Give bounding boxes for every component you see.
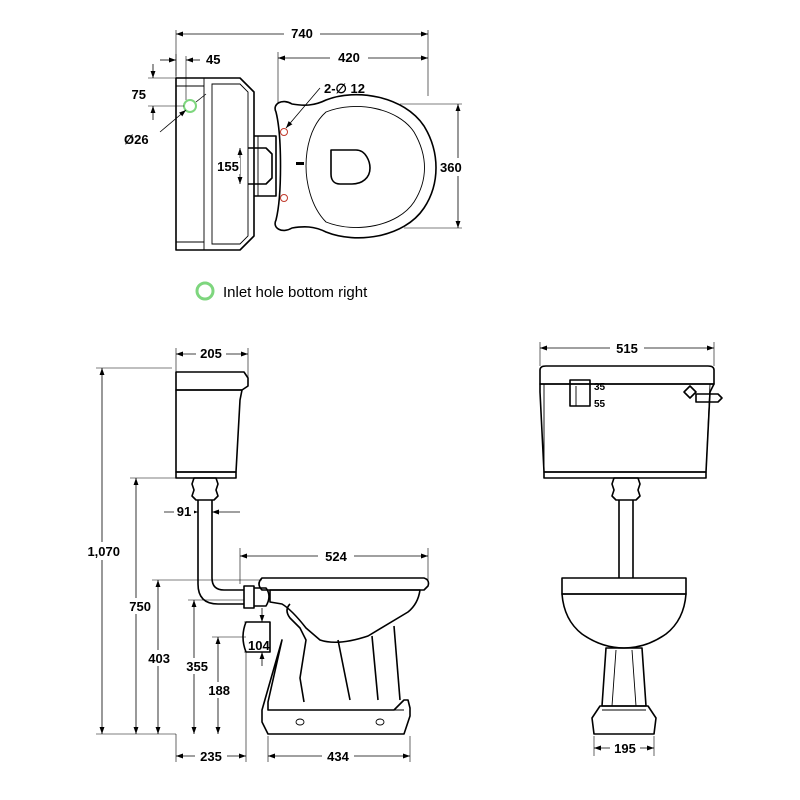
- dim-pipe-offset: 91: [164, 500, 240, 524]
- bowl-plan: [274, 93, 437, 239]
- label-cistern-width: 515: [616, 341, 638, 356]
- inlet-note-text: Inlet hole bottom right: [223, 284, 368, 301]
- dim-outlet-center: 188: [202, 636, 246, 734]
- dim-outlet-diameter: 104: [244, 608, 270, 666]
- pan-side: [242, 577, 430, 735]
- pan-front: [561, 577, 687, 735]
- flush-valve-front: [611, 477, 641, 501]
- flush-pipe-side: [197, 500, 270, 609]
- dim-bowl-depth: 524: [239, 548, 429, 584]
- label-flush-pipe-width: 155: [217, 159, 239, 174]
- label-cistern-bottom-height: 750: [129, 599, 151, 614]
- cistern-plan: [175, 77, 255, 251]
- label-fixing-holes: 2-∅ 12: [324, 81, 365, 96]
- flush-connector-plan: [248, 135, 277, 197]
- dim-cistern-bottom-height: 750: [120, 477, 176, 734]
- cistern-side: [175, 371, 249, 479]
- dim-lever-offset: 35 55: [594, 382, 606, 410]
- inlet-note-legend: Inlet hole bottom right: [195, 281, 368, 301]
- dim-base-depth: 434: [267, 736, 411, 764]
- dim-inlet-diameter: Ø26: [124, 93, 207, 147]
- front-view: 35 55 515: [539, 340, 723, 756]
- label-base-depth: 434: [327, 749, 349, 764]
- label-lever-offset-b: 55: [594, 399, 606, 410]
- top-view: 740 420 45 75 Ø26: [124, 24, 470, 251]
- label-wall-to-outlet: 235: [200, 749, 222, 764]
- label-outlet-diameter: 104: [248, 638, 270, 653]
- dim-cistern-depth: 205: [175, 345, 249, 378]
- dim-seat-height: 403: [142, 579, 262, 734]
- label-outlet-center: 188: [208, 683, 230, 698]
- label-width-overall: 740: [291, 26, 313, 41]
- inlet-marker-icon: [195, 281, 215, 301]
- dim-bowl-width: 360: [400, 103, 470, 229]
- label-cistern-depth: 205: [200, 346, 222, 361]
- dim-cistern-width: 515: [539, 340, 715, 366]
- label-inlet-diameter: Ø26: [124, 132, 149, 147]
- dim-overall-height: 1,070: [84, 367, 176, 735]
- flush-pipe-front: [618, 500, 634, 578]
- flush-valve-side: [191, 477, 219, 501]
- side-view: 205 1,070 750 91: [84, 345, 430, 764]
- label-overall-height: 1,070: [87, 544, 120, 559]
- label-lever-offset-a: 35: [594, 382, 606, 393]
- label-inlet-offset: 75: [132, 87, 146, 102]
- label-width-bowl: 420: [338, 50, 360, 65]
- dim-inlet-offset: 75: [132, 64, 184, 120]
- label-bowl-width: 360: [440, 160, 462, 175]
- dim-base-width: 195: [593, 736, 655, 756]
- dim-fixing-holes: 2-∅ 12: [285, 81, 365, 129]
- label-outlet-height: 355: [186, 659, 208, 674]
- dim-width-bowl: 420: [277, 48, 428, 104]
- dim-outlet-height: 355: [178, 599, 244, 734]
- label-base-width: 195: [614, 741, 636, 756]
- label-seat-height: 403: [148, 651, 170, 666]
- dim-cistern-offset: 45: [160, 52, 220, 100]
- dim-width-overall: 740: [175, 24, 429, 96]
- cistern-front: [539, 365, 723, 479]
- dim-flush-pipe-width: 155: [214, 148, 243, 184]
- dim-wall-to-outlet: 235: [175, 652, 247, 764]
- label-bowl-depth: 524: [325, 549, 347, 564]
- label-cistern-offset: 45: [206, 52, 220, 67]
- label-pipe-offset: 91: [177, 504, 191, 519]
